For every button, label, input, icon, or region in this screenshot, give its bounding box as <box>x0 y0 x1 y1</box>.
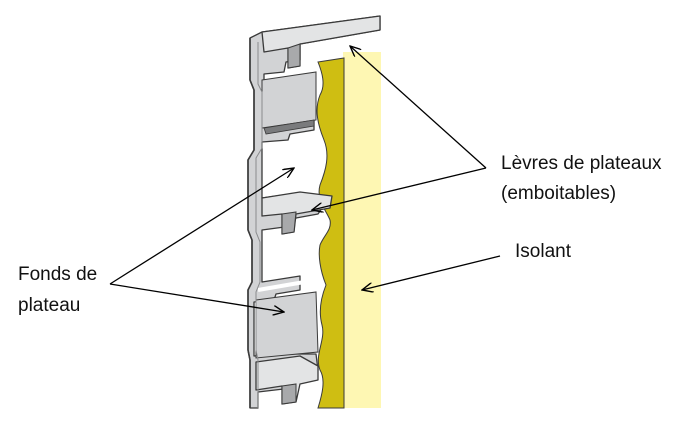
insulation-layer <box>343 52 381 408</box>
label-levres-line2: (emboitables) <box>501 183 617 204</box>
lower-tray-recess <box>255 291 319 359</box>
insulation-dark-band <box>316 57 345 409</box>
lower-tray-highlight <box>257 278 317 292</box>
bottom-lip-shadow <box>281 383 297 405</box>
label-fonds-line2: plateau <box>18 295 81 316</box>
upper-tray-slot <box>263 119 315 135</box>
label-isolant: Isolant <box>515 241 571 262</box>
arrow-to-upper-tray <box>109 168 294 285</box>
arrow-to-lower-tray <box>109 283 284 312</box>
label-levres-line1: Lèvres de plateaux <box>501 153 662 174</box>
top-lip-shadow <box>287 43 301 69</box>
left-flange <box>247 38 255 408</box>
bottom-lip <box>255 355 319 405</box>
left-flange-inner <box>255 42 263 408</box>
arrow-to-middle-lip <box>312 167 487 210</box>
arrow-to-top-lip <box>350 46 487 169</box>
upper-tray-recess <box>261 71 317 129</box>
arrow-to-insulation <box>362 255 501 290</box>
middle-lip-shadow <box>281 211 297 235</box>
label-fonds-line1: Fonds de <box>18 264 98 285</box>
